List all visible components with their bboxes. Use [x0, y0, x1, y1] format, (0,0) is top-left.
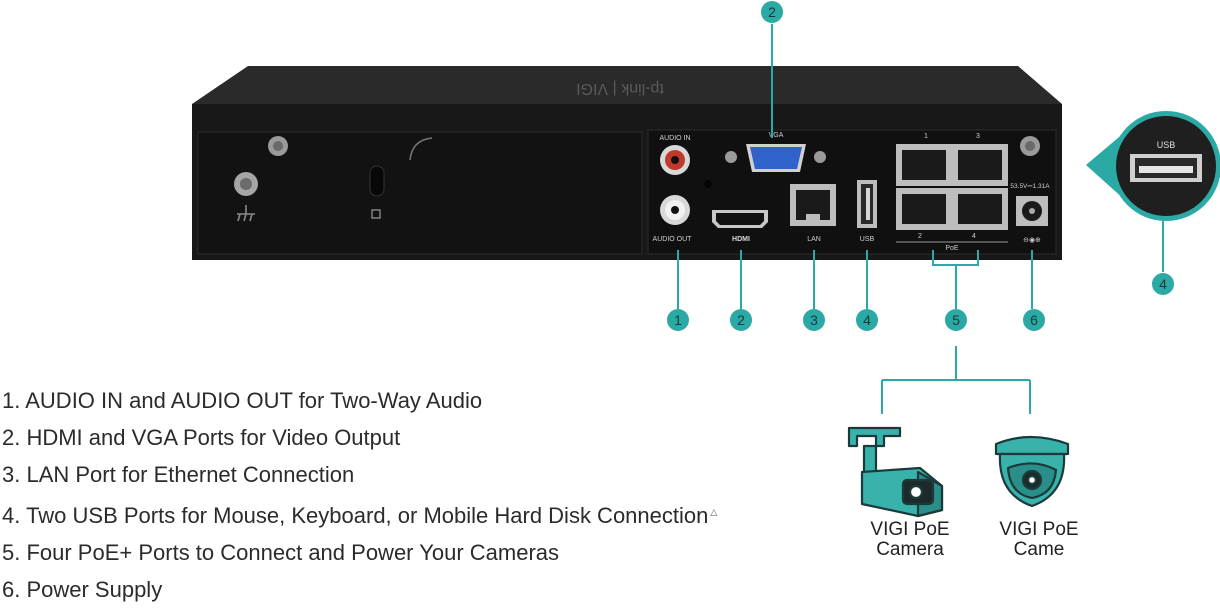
camera-label-turret-line2: Came: [1013, 539, 1065, 560]
vga-port: [725, 144, 826, 172]
ground-screw-icon: [234, 172, 258, 222]
led-indicator: [704, 180, 712, 188]
callout-badge-power: 6: [1023, 309, 1045, 331]
poe-label: PoE: [945, 245, 959, 252]
svg-text:4: 4: [1159, 276, 1167, 292]
audio-out-port: [660, 195, 690, 225]
audio-out-label: AUDIO OUT: [653, 236, 693, 243]
brand-text: tp-link | VIGI: [576, 80, 664, 97]
screw-icon: [268, 136, 288, 156]
front-usb-inset: USB: [1086, 111, 1220, 272]
audio-in-port: [660, 145, 690, 175]
legend-item: 4. Two USB Ports for Mouse, Keyboard, or…: [2, 502, 718, 528]
rear-usb-port: [857, 180, 877, 228]
panel-curve-mark: [409, 137, 433, 161]
power-rating-label: 53.5V⎓1.31A: [1010, 183, 1050, 190]
poe-port-number-3: 3: [976, 133, 980, 140]
svg-text:6: 6: [1030, 312, 1038, 328]
callout-badge-audio: 1: [667, 309, 689, 331]
hdmi-port: [712, 210, 768, 228]
callout-badge-poe: 5: [945, 309, 967, 331]
poe-port-number-2: 2: [918, 233, 922, 240]
poe-port-number-1: 1: [924, 133, 928, 140]
camera-label-bullet-line2: Camera: [876, 539, 944, 560]
lan-port: [790, 184, 836, 226]
bullet-camera-icon: [847, 426, 944, 518]
usb-label: USB: [860, 236, 875, 243]
lan-label: LAN: [807, 236, 821, 243]
svg-text:3: 3: [810, 312, 818, 328]
legend-item: 5. Four PoE+ Ports to Connect and Power …: [2, 539, 560, 565]
callout-badge-hdmi: 2: [730, 309, 752, 331]
hdmi-label: HDMI: [732, 236, 750, 243]
feature-legend: 1. AUDIO IN and AUDIO OUT for Two-Way Au…: [2, 382, 717, 608]
callout-badge-usb: 4: [856, 309, 878, 331]
inset-usb-label: USB: [1157, 140, 1176, 150]
vga-label: VGA: [769, 132, 784, 139]
audio-in-label: AUDIO IN: [659, 135, 690, 142]
svg-text:5: 5: [952, 312, 960, 328]
usb-port-icon: [1130, 154, 1202, 182]
svg-text:2: 2: [768, 4, 776, 20]
camera-label-turret: VIGI PoE Came: [984, 520, 1094, 560]
kensington-lock-icon: [369, 165, 385, 219]
svg-text:4: 4: [863, 312, 871, 328]
legend-item: 1. AUDIO IN and AUDIO OUT for Two-Way Au…: [2, 388, 483, 413]
power-port: ⊖◉⊕: [1016, 196, 1048, 244]
callout-badge-front-usb: 4: [1152, 273, 1174, 295]
legend-item: 2. HDMI and VGA Ports for Video Output: [2, 425, 401, 451]
turret-camera-icon: [994, 435, 1070, 508]
nvr-device: tp-link | VIGI AUDIO IN AUDIO OUT VGA: [192, 66, 1062, 260]
camera-label-bullet-line1: VIGI PoE: [870, 519, 950, 540]
camera-label-turret-line1: VIGI PoE: [999, 519, 1079, 540]
svg-text:1: 1: [674, 312, 682, 328]
callout-badge-top-vga: 2: [761, 1, 783, 23]
callout-badge-lan: 3: [803, 309, 825, 331]
svg-text:⊖◉⊕: ⊖◉⊕: [1023, 237, 1041, 244]
legend-item: 6. Power Supply: [2, 577, 163, 603]
legend-item: 3. LAN Port for Ethernet Connection: [2, 462, 355, 488]
poe-port-number-4: 4: [972, 233, 976, 240]
callout-lines: [677, 24, 1033, 414]
camera-label-bullet: VIGI PoE Camera: [855, 520, 965, 560]
footnote-mark: △: [710, 506, 718, 517]
poe-ports: [896, 144, 1008, 230]
svg-text:2: 2: [737, 312, 745, 328]
screw-icon: [1020, 136, 1040, 156]
